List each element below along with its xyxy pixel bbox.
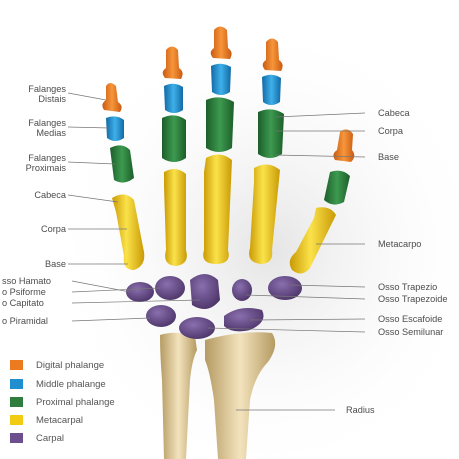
legend-item-digital: Digital phalange bbox=[10, 358, 104, 372]
proximal-phalanx-ring bbox=[162, 115, 186, 162]
legend-swatch bbox=[10, 360, 23, 370]
label-cabeca-right: Cabeca bbox=[378, 108, 410, 118]
legend-label: Middle phalange bbox=[36, 379, 106, 390]
legend-item-carpal: Carpal bbox=[10, 431, 64, 445]
legend-swatch bbox=[10, 397, 23, 407]
middle-phalanx-little bbox=[106, 116, 124, 141]
middle-phalanx-middle bbox=[211, 64, 231, 95]
metacarpal-middle bbox=[203, 154, 232, 264]
legend-label: Digital phalange bbox=[36, 360, 104, 371]
metacarpal-ring bbox=[164, 169, 187, 266]
legend-item-middle: Middle phalange bbox=[10, 377, 106, 391]
carpal-capitato bbox=[190, 274, 220, 309]
legend-item-metacarpal: Metacarpal bbox=[10, 413, 83, 427]
legend-item-proximal: Proximal phalange bbox=[10, 395, 115, 409]
label-osso-psiforme: o Psiforme bbox=[2, 287, 46, 297]
legend-label: Proximal phalange bbox=[36, 397, 115, 408]
label-osso-trapezio: Osso Trapezio bbox=[378, 282, 437, 292]
label-corpa-right: Corpa bbox=[378, 126, 403, 136]
legend-swatch bbox=[10, 433, 23, 443]
label-falanges-distais: Falanges Distais bbox=[10, 84, 66, 104]
label-base-left: Base bbox=[10, 259, 66, 269]
carpal-piramidal bbox=[146, 305, 176, 327]
middle-phalanx-index bbox=[262, 75, 281, 105]
label-corpa-left: Corpa bbox=[10, 224, 66, 234]
label-osso-capitato: o Capitato bbox=[2, 298, 44, 308]
legend-swatch bbox=[10, 415, 23, 425]
label-falanges-medias: Falanges Medias bbox=[10, 118, 66, 138]
middle-phalanx-ring bbox=[164, 84, 183, 113]
carpal-trapezoide bbox=[232, 279, 252, 301]
label-osso-semilunar: Osso Semilunar bbox=[378, 327, 443, 337]
legend-label: Carpal bbox=[36, 433, 64, 444]
label-base-right: Base bbox=[378, 152, 399, 162]
label-cabeca-left: Cabeca bbox=[10, 190, 66, 200]
proximal-phalanx-middle bbox=[206, 97, 234, 152]
label-osso-trapezoide: Osso Trapezoide bbox=[378, 294, 447, 304]
label-osso-escafoide: Osso Escafoide bbox=[378, 314, 442, 324]
label-metacarpo: Metacarpo bbox=[378, 239, 421, 249]
legend-swatch bbox=[10, 379, 23, 389]
label-osso-hamato: sso Hamato bbox=[2, 276, 51, 286]
legend-label: Metacarpal bbox=[36, 415, 83, 426]
label-radius: Radius bbox=[346, 405, 375, 415]
label-osso-piramidal: o Piramidal bbox=[2, 316, 48, 326]
label-falanges-proximais: Falanges Proximais bbox=[10, 153, 66, 173]
carpal-hamato bbox=[126, 282, 154, 302]
